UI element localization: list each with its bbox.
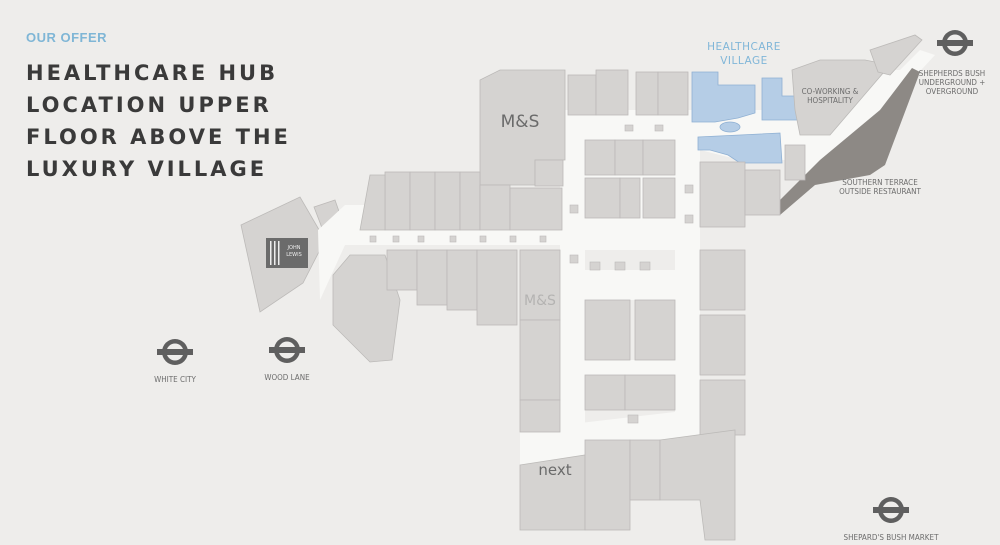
shepherds-bush-market-label: SHEPARD'S BUSH MARKET bbox=[844, 533, 940, 542]
top-row-units bbox=[567, 69, 689, 116]
shepherds-bush-line-3: OVERGROUND bbox=[926, 87, 979, 96]
southern-terrace[interactable] bbox=[775, 68, 920, 215]
next-store[interactable]: next bbox=[519, 454, 586, 531]
wood-lane-label: WOOD LANE bbox=[264, 373, 310, 382]
shepherds-bush-line-1: SHEPHERDS BUSH bbox=[919, 69, 985, 78]
white-city-label: WHITE CITY bbox=[154, 375, 196, 384]
healthcare-label-line-2: VILLAGE bbox=[720, 55, 768, 67]
station-shepherds-bush[interactable]: SHEPHERDS BUSH UNDERGROUND + OVERGROUND bbox=[919, 30, 986, 96]
kiosks bbox=[369, 124, 694, 424]
station-wood-lane[interactable]: WOOD LANE bbox=[264, 337, 310, 382]
john-lewis-logo-line-1: JOHN bbox=[287, 245, 301, 251]
title-line-4: LUXURY VILLAGE bbox=[26, 157, 268, 181]
section-eyebrow: OUR OFFER bbox=[26, 30, 108, 45]
title-line-3: FLOOR ABOVE THE bbox=[26, 125, 291, 149]
south-units bbox=[584, 429, 736, 541]
healthcare-label-line-1: HEALTHCARE bbox=[707, 41, 781, 53]
central-south-units bbox=[519, 249, 746, 436]
central-north-units bbox=[584, 139, 676, 219]
ms-store[interactable]: M&S bbox=[479, 69, 566, 186]
coworking-label-line-1: CO-WORKING & bbox=[802, 87, 859, 96]
north-west-units bbox=[359, 171, 563, 231]
john-lewis-logo-line-2: LEWIS bbox=[286, 252, 302, 258]
title-line-1: HEALTHCARE HUB bbox=[26, 61, 279, 85]
john-lewis-store[interactable]: JOHN LEWIS bbox=[240, 196, 326, 313]
terrace-label-line-2: OUTSIDE RESTAURANT bbox=[839, 187, 921, 196]
title-line-2: LOCATION UPPER bbox=[26, 93, 272, 117]
coworking-label-line-2: HOSPITALITY bbox=[807, 96, 853, 105]
south-west-units: M&S bbox=[332, 249, 561, 363]
east-units bbox=[699, 144, 806, 228]
next-logo: next bbox=[538, 461, 571, 479]
john-lewis-logo bbox=[266, 238, 308, 268]
station-shepherds-bush-market[interactable]: SHEPARD'S BUSH MARKET bbox=[844, 497, 940, 542]
page-title: HEALTHCARE HUB LOCATION UPPER FLOOR ABOV… bbox=[26, 57, 326, 185]
station-white-city[interactable]: WHITE CITY bbox=[154, 339, 197, 384]
ms-logo: M&S bbox=[501, 112, 540, 132]
svg-text:M&S: M&S bbox=[524, 293, 556, 309]
terrace-label-line-1: SOUTHERN TERRACE bbox=[842, 178, 918, 187]
shepherds-bush-line-2: UNDERGROUND + bbox=[919, 78, 986, 87]
coworking-hospitality[interactable] bbox=[791, 59, 891, 136]
